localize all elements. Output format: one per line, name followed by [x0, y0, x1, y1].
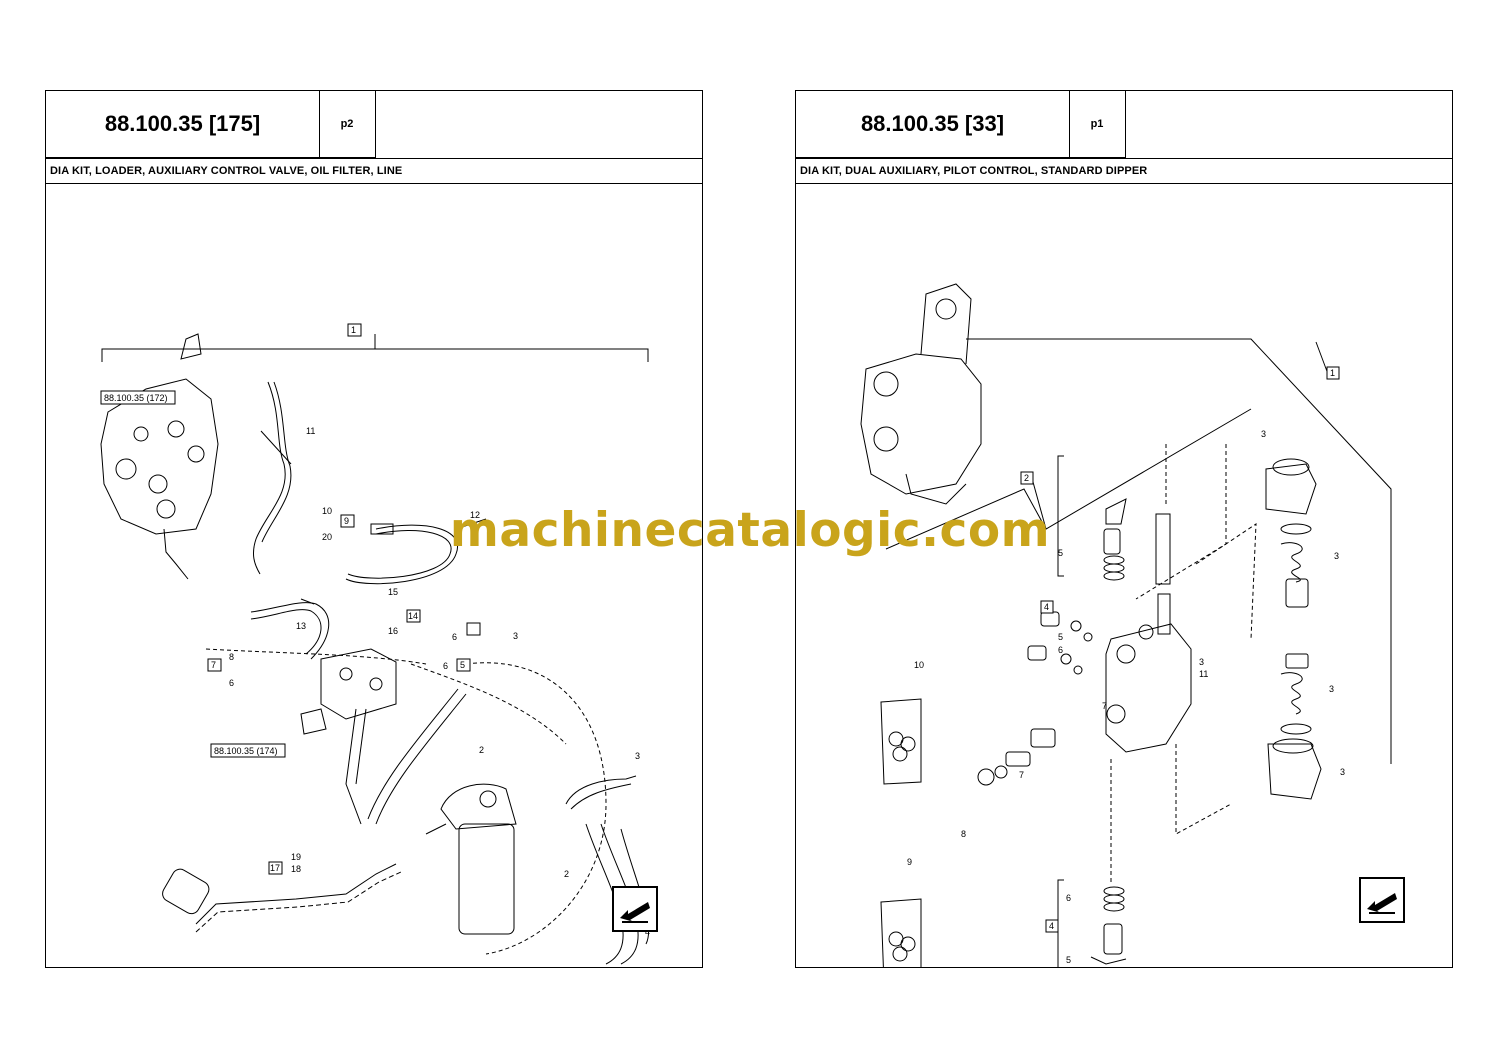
- page-number: p1: [1069, 91, 1126, 158]
- page-turn-arrow-icon[interactable]: [612, 886, 658, 932]
- boxed-label: 4: [1049, 921, 1054, 931]
- item-label: 15: [388, 587, 398, 597]
- catalog-page-left: 88.100.35 [175] p2 DIA KIT, LOADER, AUXI…: [45, 90, 703, 968]
- item-label: 10: [322, 506, 332, 516]
- item-label: 2: [564, 869, 569, 879]
- item-label: 3: [1340, 767, 1345, 777]
- page-number: p2: [319, 91, 376, 158]
- item-label: 10: [914, 660, 924, 670]
- boxed-label: 3: [513, 631, 518, 641]
- item-label: 16: [388, 626, 398, 636]
- item-label: 4: [645, 927, 650, 937]
- item-label: 5: [1066, 955, 1071, 965]
- page-title: DIA KIT, DUAL AUXILIARY, PILOT CONTROL, …: [796, 158, 1452, 184]
- item-label: 6: [1058, 645, 1063, 655]
- watermark: machinecatalogic.com: [449, 503, 1051, 558]
- boxed-label: 17: [270, 863, 280, 873]
- boxed-label: 14: [408, 611, 418, 621]
- item-label: 9: [907, 857, 912, 867]
- item-label: 3: [1329, 684, 1334, 694]
- item-label: 6: [1066, 893, 1071, 903]
- item-label: 7: [1019, 770, 1024, 780]
- item-label: 8: [961, 829, 966, 839]
- page-turn-arrow-icon[interactable]: [1359, 877, 1405, 923]
- item-label: 20: [322, 532, 332, 542]
- page-code: 88.100.35 [175]: [46, 91, 320, 158]
- item-label: 11: [306, 426, 315, 436]
- boxed-label: 4: [1044, 602, 1049, 612]
- item-label: 7: [1102, 701, 1107, 711]
- item-label: 3: [1334, 551, 1339, 561]
- boxed-label: 9: [344, 516, 349, 526]
- page-code: 88.100.35 [33]: [796, 91, 1070, 158]
- page-title: DIA KIT, LOADER, AUXILIARY CONTROL VALVE…: [46, 158, 702, 184]
- boxed-label: 5: [460, 660, 465, 670]
- item-label: 12: [470, 510, 480, 520]
- item-label: 3: [635, 751, 640, 761]
- item-label: 19: [291, 852, 301, 862]
- exploded-view-right: 1 2 4 4 3 3 5 5 6 10 3 11 7 7 3 8 9 6 5 …: [860, 283, 1392, 967]
- item-label: 6: [443, 661, 448, 671]
- boxed-label: 1: [351, 325, 356, 335]
- ref-label-174: 88.100.35 (174): [214, 746, 278, 756]
- item-label: 2: [479, 745, 484, 755]
- catalog-page-right: 88.100.35 [33] p1 DIA KIT, DUAL AUXILIAR…: [795, 90, 1453, 968]
- item-label: 5: [1058, 548, 1063, 558]
- parts-diagram-left: 88.100.35 (172) 88.100.35 (174) 1 9 14 7…: [46, 184, 702, 967]
- exploded-view-left: 88.100.35 (172) 88.100.35 (174) 1 9 14 7…: [100, 323, 650, 965]
- item-label: 8: [229, 652, 234, 662]
- parts-diagram-right: 1 2 4 4 3 3 5 5 6 10 3 11 7 7 3 8 9 6 5 …: [796, 184, 1452, 967]
- item-label: 11: [1199, 669, 1208, 679]
- item-label: 6: [229, 678, 234, 688]
- boxed-label: 7: [211, 660, 216, 670]
- item-label: 3: [1199, 657, 1204, 667]
- item-label: 5: [1058, 632, 1063, 642]
- item-label: 18: [291, 864, 301, 874]
- item-label: 13: [296, 621, 306, 631]
- boxed-label: 2: [1024, 473, 1029, 483]
- item-label: 6: [452, 632, 457, 642]
- boxed-label: 1: [1330, 368, 1335, 378]
- item-label: 3: [1261, 429, 1266, 439]
- ref-label-172: 88.100.35 (172): [104, 393, 168, 403]
